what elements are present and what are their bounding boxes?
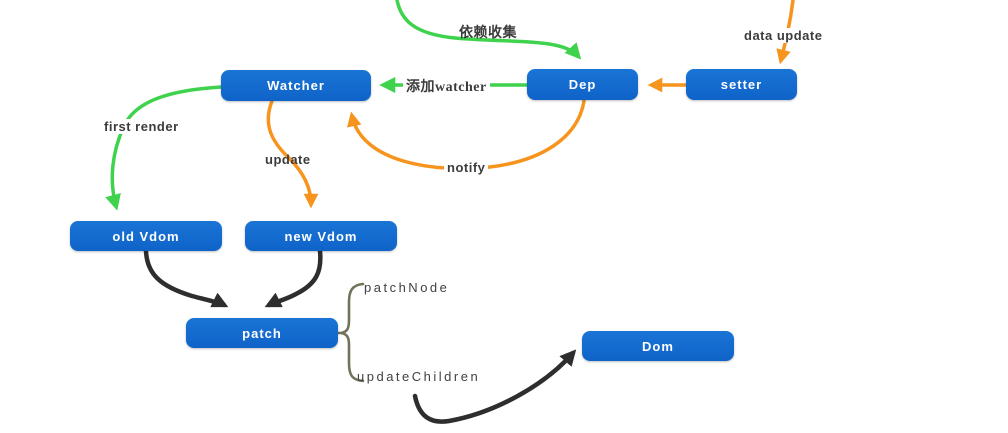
node-patch-label: patch	[242, 325, 282, 341]
edge-label-add-watcher: 添加watcher	[403, 76, 490, 96]
edge-label-patch-node: patchNode	[364, 280, 450, 295]
edge-patch-to-dom-arrow	[412, 349, 577, 424]
node-new-vdom-label: new Vdom	[284, 228, 358, 244]
node-patch: patch	[186, 318, 338, 348]
edge-label-notify: notify	[444, 160, 489, 175]
node-setter-label: setter	[720, 77, 763, 92]
edge-dependency-collect-arrow	[395, 0, 582, 60]
patch-brace	[340, 282, 365, 383]
node-dom-label: Dom	[642, 338, 674, 354]
edge-notify-arrow	[346, 99, 586, 171]
node-old-vdom-label: old Vdom	[112, 228, 180, 244]
node-new-vdom: new Vdom	[245, 221, 397, 251]
node-setter: setter	[686, 69, 797, 100]
edge-first-render-arrow	[105, 85, 223, 211]
edge-newvdom-to-patch-arrow	[264, 248, 323, 308]
node-old-vdom: old Vdom	[70, 221, 222, 251]
node-dep-label: Dep	[568, 77, 597, 92]
edge-label-dependency-collect: 依赖收集	[459, 24, 517, 40]
edge-update-arrow	[266, 99, 319, 209]
edge-label-first-render: first render	[101, 119, 182, 134]
node-dom: Dom	[582, 331, 734, 361]
edge-oldvdom-to-patch-arrow	[143, 248, 229, 308]
node-watcher: Watcher	[221, 70, 371, 101]
edge-label-update: update	[265, 152, 311, 167]
node-watcher-label: Watcher	[267, 78, 325, 93]
node-dep: Dep	[527, 69, 638, 100]
edge-label-update-children: updateChildren	[357, 369, 481, 384]
edge-label-data-update: data update	[741, 28, 826, 43]
